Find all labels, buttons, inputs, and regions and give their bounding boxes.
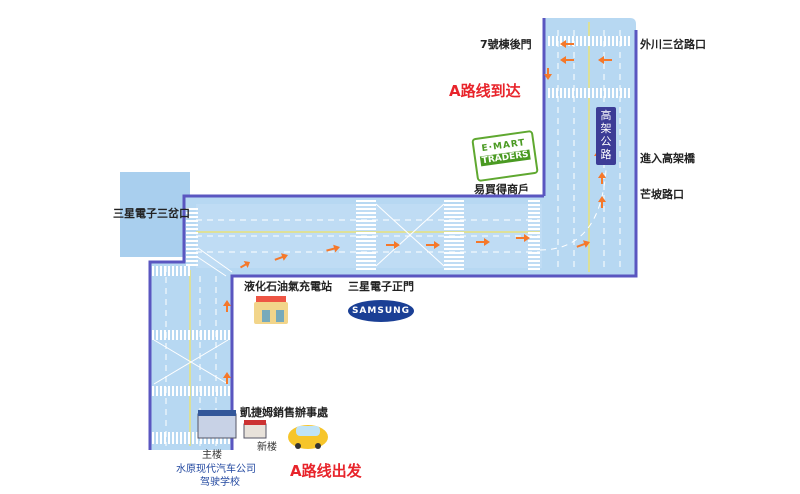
route-arrow <box>598 172 606 184</box>
route-arrow <box>274 253 288 261</box>
route-arrow <box>326 244 340 253</box>
label-enter-elevated: 進入高架橋 <box>640 152 695 165</box>
route-arrow <box>223 372 231 384</box>
label-samsung-junction: 三星電子三岔口 <box>113 207 190 220</box>
route-arrow <box>223 300 231 312</box>
ramp-curve <box>539 169 607 251</box>
elevated-road-sign: 高架公路 <box>596 107 616 165</box>
route-arrow <box>386 241 400 249</box>
route-arrow <box>239 261 250 269</box>
label-new-building: 新楼 <box>257 442 277 453</box>
gas-station-icon <box>254 296 288 324</box>
label-sales-office: 凱捷姆銷售辦事處 <box>240 406 328 419</box>
route-arrow <box>560 40 574 48</box>
samsung-logo: SAMSUNG <box>348 300 414 322</box>
label-main-building: 主楼 <box>202 450 222 461</box>
label-samsung-gate: 三星電子正門 <box>348 280 414 293</box>
route-arrow <box>516 234 530 242</box>
lane-lines-right-vertical <box>557 30 621 270</box>
lane-lines-left-vertical <box>165 266 217 446</box>
crosswalks <box>150 36 632 444</box>
label-mangpo-junction: 芒坡路口 <box>640 188 684 201</box>
label-elevated-road: 高架公路 <box>600 109 612 161</box>
label-waichuan-junction: 外川三岔路口 <box>640 38 706 51</box>
emart-traders-logo: E·MART TRADERS <box>471 129 539 183</box>
label-route-start: A路线出发 <box>290 462 362 480</box>
label-route-end: A路线到达 <box>449 82 521 100</box>
route-arrow <box>476 238 490 246</box>
route-arrow <box>544 68 552 80</box>
intersection-markers <box>153 203 445 385</box>
junction-block <box>120 172 190 257</box>
route-arrow <box>598 56 612 64</box>
car-icon <box>288 425 328 449</box>
road-border <box>148 18 638 450</box>
route-arrow <box>426 241 440 249</box>
building-icon <box>197 410 267 439</box>
label-school-line2: 驾驶学校 <box>200 477 240 488</box>
route-arrow <box>560 56 574 64</box>
label-school-line1: 水原现代汽车公司 <box>176 464 256 475</box>
label-gate7: 7號棟後門 <box>480 38 532 51</box>
label-emart-store: 易買得商戶 <box>474 183 529 196</box>
route-arrow <box>576 240 590 248</box>
lane-lines-horizontal <box>196 219 540 253</box>
label-lpg-station: 液化石油氣充電站 <box>244 280 332 293</box>
route-arrow <box>598 196 606 208</box>
